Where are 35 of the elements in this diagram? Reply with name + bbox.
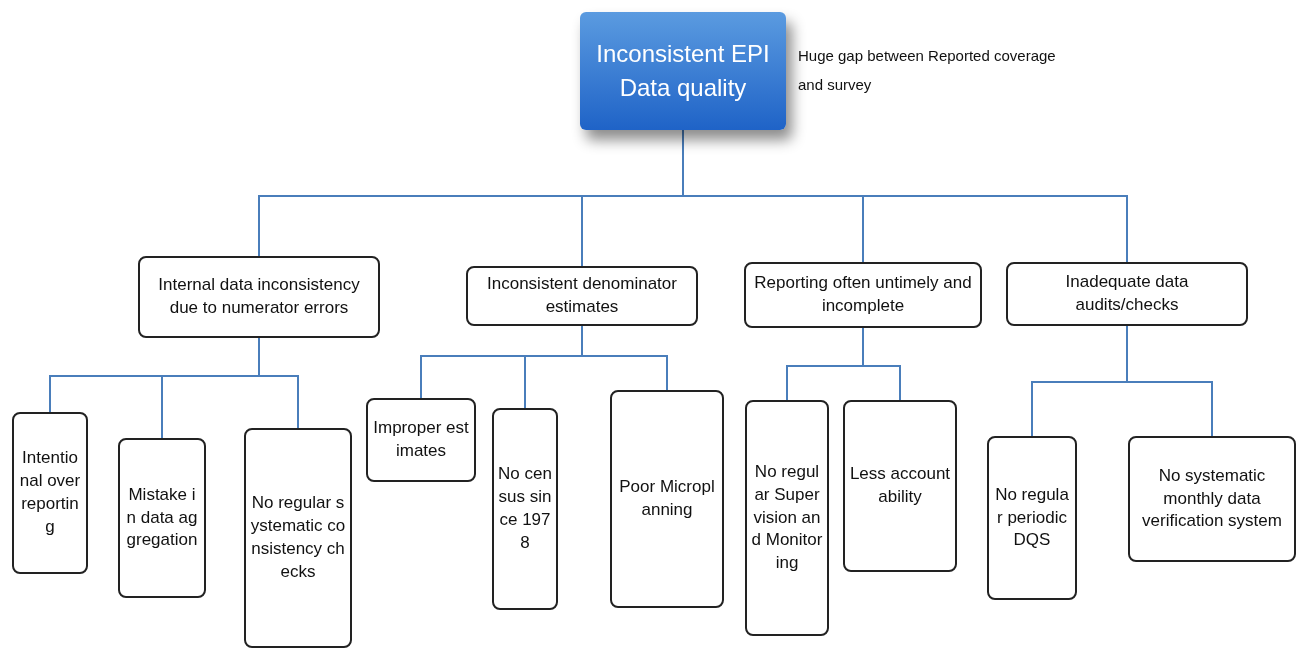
cause-box: [138, 256, 380, 338]
box-label: No regular systematic consistency checks: [250, 492, 346, 583]
box-label: No census since 1978: [498, 463, 552, 554]
cause-box: [1006, 262, 1248, 326]
box-label: Less accountability: [849, 463, 951, 508]
box-label: Inadequate data audits/checks: [1064, 271, 1190, 316]
cause-box: [118, 438, 206, 598]
cause-box: [12, 412, 88, 574]
cause-box: [744, 262, 982, 328]
box-label: Improper estimates: [372, 417, 470, 462]
box-label: Poor Microplanning: [618, 476, 716, 521]
cause-box: [492, 408, 558, 610]
root-box: [580, 12, 786, 130]
cause-box: [366, 398, 476, 482]
box-label: Inconsistent denominator estimates: [486, 273, 678, 318]
side-note: Huge gap between Reported coverage and survey: [798, 46, 1057, 95]
cause-box: [610, 390, 724, 608]
box-label: Inconsistent EPI Data quality: [595, 39, 771, 103]
connector-line: [862, 327, 901, 401]
cause-box: [987, 436, 1077, 600]
box-label: No systematic monthly data verification system: [1141, 464, 1283, 533]
connector-line: [1126, 325, 1213, 437]
cause-box: [745, 400, 829, 636]
box-label: No regular Supervision and Monitoring: [751, 460, 823, 575]
box-label: Internal data inconsistency due to numerator errors: [157, 274, 361, 319]
connector-line: [581, 325, 668, 391]
cause-box: [244, 428, 352, 648]
cause-box: [1128, 436, 1296, 562]
box-label: Intentional over reporting: [18, 447, 82, 538]
box-label: Mistake in data aggregation: [125, 483, 199, 552]
cause-box: [843, 400, 957, 572]
box-label: No regular periodic DQS: [994, 483, 1070, 552]
cause-box: [466, 266, 698, 326]
connector-line: [258, 337, 299, 429]
box-label: Reporting often untimely and incomplete: [753, 272, 973, 317]
